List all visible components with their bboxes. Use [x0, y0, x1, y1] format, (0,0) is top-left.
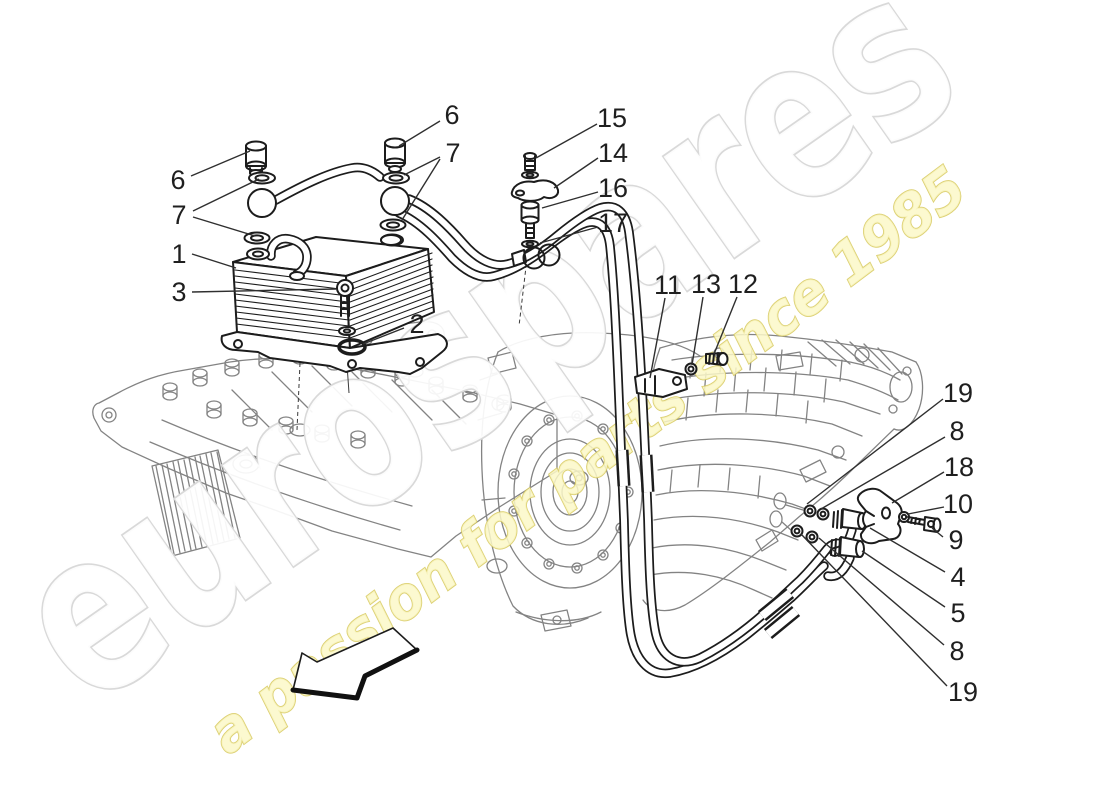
oil-cooler — [220, 233, 448, 375]
pipe-bracket-assembly — [634, 352, 729, 398]
clamp-bushing — [520, 200, 540, 210]
union-seal-ring — [803, 504, 817, 518]
o-ring — [337, 338, 367, 356]
callout-label-7: 7 — [445, 138, 460, 168]
callout-leader-17 — [539, 226, 599, 244]
callout-leader-6 — [190, 150, 251, 177]
cooler-bolt — [336, 279, 356, 336]
banjo-ball-fitting — [380, 186, 410, 216]
callout-leader-7 — [192, 178, 260, 212]
callout-label-19: 19 — [943, 378, 973, 408]
callout-leader-7 — [192, 216, 256, 237]
callout-leader-3 — [191, 288, 337, 293]
oil-union-upper — [832, 508, 867, 530]
callout-leader-9 — [931, 527, 944, 538]
callout-leader-12 — [713, 296, 738, 355]
engine-sump — [92, 320, 558, 558]
callout-leader-19 — [800, 533, 948, 687]
pipe-loop-clamp — [522, 246, 546, 270]
callout-label-12: 12 — [728, 269, 758, 299]
callout-leader-18 — [891, 471, 945, 504]
callout-label-6: 6 — [444, 100, 459, 130]
union-seal-ring — [790, 524, 804, 538]
callout-label-14: 14 — [598, 138, 628, 168]
callout-leader-11 — [649, 297, 666, 379]
callout-leader-7 — [403, 156, 441, 176]
callout-label-11: 11 — [654, 270, 682, 300]
callout-label-9: 9 — [948, 525, 963, 555]
banjo-washer — [382, 171, 410, 185]
callout-label-15: 15 — [597, 103, 627, 133]
callout-leader-8 — [818, 537, 945, 646]
construction-line — [518, 249, 529, 327]
pipe-loop-clamp — [537, 243, 561, 267]
gearbox — [642, 333, 924, 612]
union-seal-ring — [816, 507, 830, 521]
callout-label-7: 7 — [171, 200, 186, 230]
oil-union-lower — [830, 536, 865, 558]
clutch-housing — [477, 332, 701, 632]
union-fitting-cluster — [790, 487, 942, 577]
banjo-washer — [379, 218, 407, 232]
callout-leader-6 — [398, 120, 441, 147]
callout-leader-10 — [907, 506, 945, 515]
background-machinery — [92, 320, 924, 632]
callout-label-19: 19 — [948, 677, 978, 707]
callout-leader-15 — [535, 123, 598, 159]
exploded-parts — [220, 137, 942, 701]
watermark-brand-text: eurospares — [0, 0, 1001, 756]
callout-leader-19 — [806, 398, 944, 505]
union-seal-ring — [805, 530, 819, 544]
direction-arrow — [290, 627, 420, 701]
callout-leader-8 — [820, 436, 946, 510]
callout-label-8: 8 — [949, 636, 964, 666]
callout-leader-7 — [401, 158, 441, 221]
banjo-ball-fitting — [247, 188, 277, 218]
callout-label-17: 17 — [598, 208, 628, 238]
callout-leader-16 — [541, 191, 599, 209]
callout-label-13: 13 — [691, 269, 721, 299]
callout-leader-14 — [553, 157, 599, 189]
callout-label-6: 6 — [170, 165, 185, 195]
callout-label-16: 16 — [598, 173, 628, 203]
clamp-washer — [521, 239, 539, 249]
callout-label-10: 10 — [943, 489, 973, 519]
callout-label-3: 3 — [171, 277, 186, 307]
callout-label-5: 5 — [950, 598, 965, 628]
bracket-washer — [684, 362, 698, 376]
callout-label-8: 8 — [949, 416, 964, 446]
callout-leader-2 — [362, 327, 405, 345]
pipe-clamp-stack — [510, 152, 561, 270]
banjo-assembly-right — [379, 137, 410, 246]
callout-label-18: 18 — [944, 452, 974, 482]
oil-pipes — [276, 167, 843, 673]
callout-label-1: 1 — [171, 239, 186, 269]
callout-label-4: 4 — [950, 562, 965, 592]
banjo-assembly-left — [243, 140, 277, 245]
callout-leader-4 — [869, 527, 946, 573]
callout-leader-1 — [191, 253, 237, 269]
callout-leader-5 — [861, 550, 946, 608]
watermark: eurospares a passion for parts since 198… — [0, 0, 1001, 768]
union-bracket — [856, 487, 903, 545]
pipe-bracket — [634, 368, 688, 398]
callout-label-2: 2 — [409, 309, 424, 339]
callout-leader-13 — [691, 296, 704, 366]
bracket-mounting-bolt — [907, 516, 942, 533]
